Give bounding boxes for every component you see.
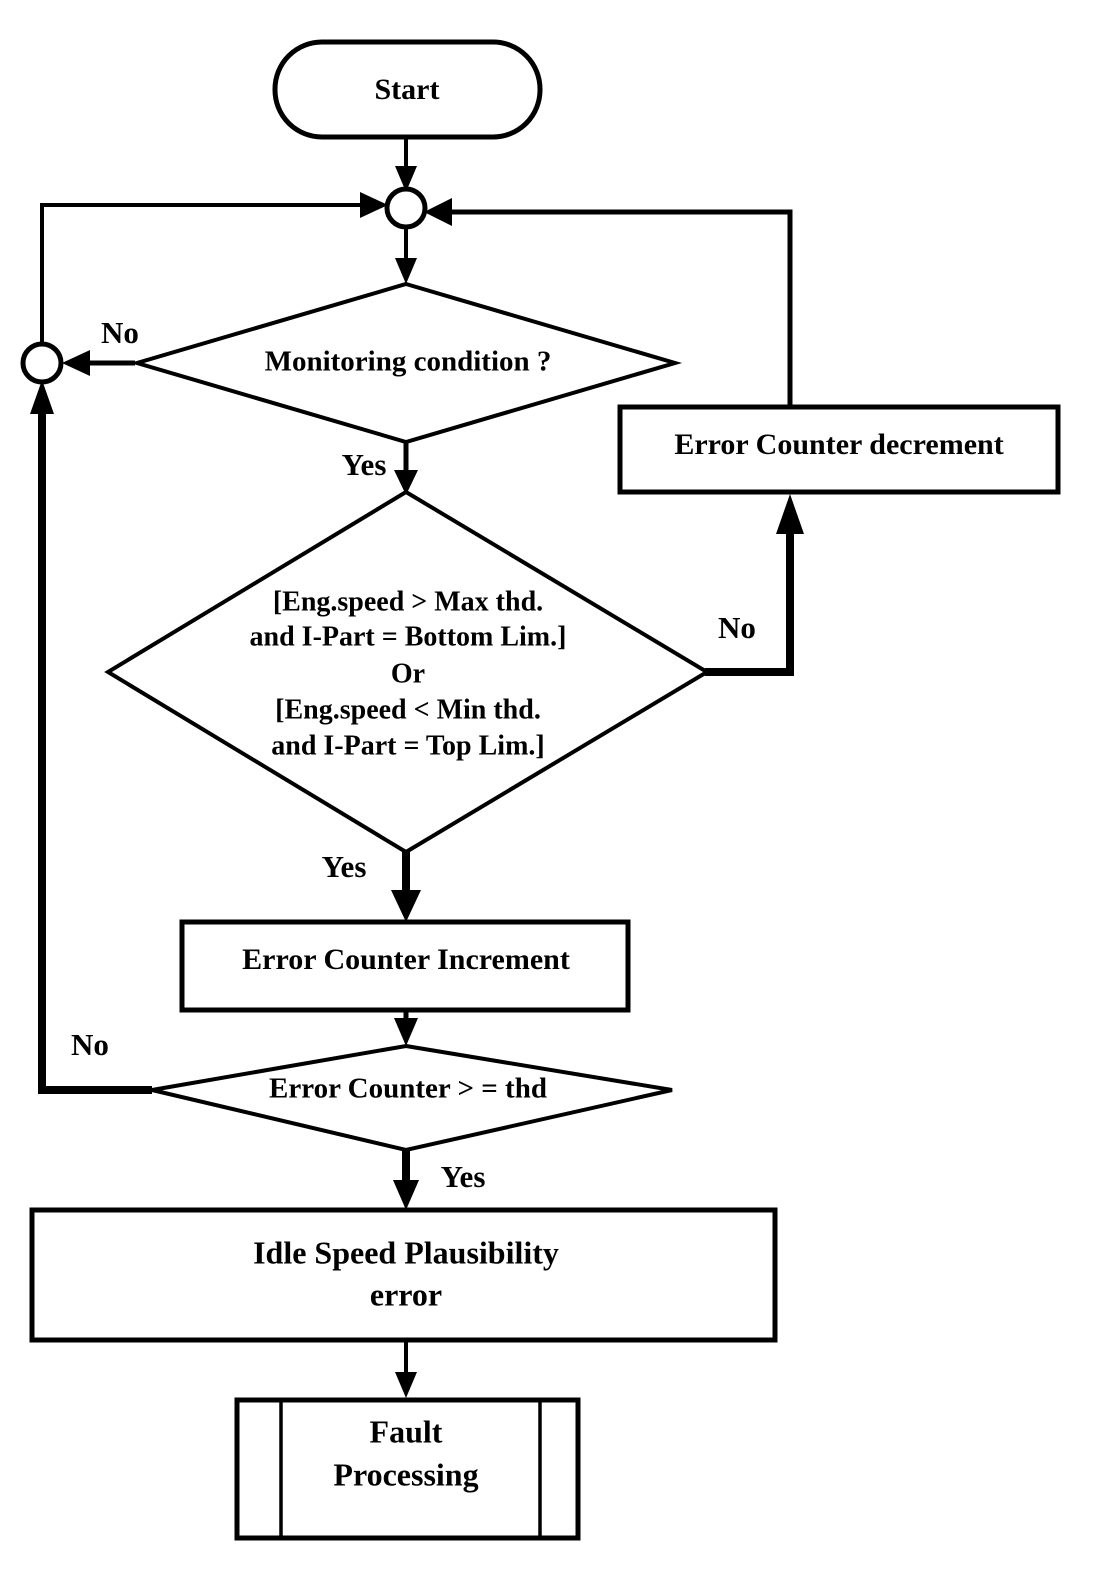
node-start-label: Start: [375, 73, 440, 106]
node-junction-top[interactable]: [384, 186, 428, 230]
node-error-counter-threshold[interactable]: Error Counter > = thd: [151, 1043, 673, 1153]
edge-speed-yes: [391, 852, 421, 922]
node-speed-condition[interactable]: [Eng.speed > Max thd. and I-Part = Botto…: [104, 489, 711, 855]
edge-start-to-junction: [395, 136, 417, 192]
edge-threshold-yes: [393, 1150, 419, 1210]
edge-label-monitoring-yes: Yes: [342, 447, 387, 482]
edge-label-speed-yes: Yes: [322, 849, 367, 884]
edge-left-junction-to-top-junction: [40, 192, 388, 344]
node-idle-speed-error[interactable]: Idle Speed Plausibility error: [29, 1207, 778, 1343]
edge-threshold-no: [30, 380, 152, 1094]
edge-decrement-to-junction: [424, 198, 793, 407]
edge-error-to-fault: [395, 1340, 417, 1398]
edge-label-speed-no: No: [718, 610, 756, 645]
node-monitoring-condition[interactable]: Monitoring condition ?: [129, 281, 683, 445]
edge-speed-no: [705, 494, 804, 676]
node-fault-processing-line-2: Processing: [333, 1456, 478, 1492]
node-speed-condition-line-5: and I-Part = Top Lim.]: [271, 730, 544, 761]
edge-monitoring-yes: [394, 442, 418, 495]
node-idle-speed-error-line-1: Idle Speed Plausibility: [253, 1234, 559, 1270]
node-start[interactable]: Start: [272, 39, 543, 140]
edge-label-threshold-yes: Yes: [441, 1159, 486, 1194]
edge-increment-to-threshold: [394, 1010, 418, 1046]
edge-label-monitoring-no: No: [101, 315, 139, 350]
node-speed-condition-line-1: [Eng.speed > Max thd.: [273, 586, 543, 617]
node-junction-left[interactable]: [20, 341, 64, 385]
node-speed-condition-line-3: Or: [391, 658, 425, 689]
edge-monitoring-no: [62, 350, 135, 376]
edge-label-threshold-no: No: [71, 1027, 109, 1062]
node-monitoring-condition-label: Monitoring condition ?: [265, 346, 552, 378]
node-speed-condition-line-4: [Eng.speed < Min thd.: [275, 694, 541, 725]
node-error-counter-threshold-label: Error Counter > = thd: [269, 1073, 547, 1105]
node-fault-processing-line-1: Fault: [370, 1413, 443, 1449]
edge-junction-to-monitoring: [395, 227, 417, 284]
node-error-counter-increment[interactable]: Error Counter Increment: [179, 919, 631, 1013]
node-idle-speed-error-line-2: error: [370, 1276, 442, 1312]
node-error-counter-increment-label: Error Counter Increment: [242, 943, 570, 976]
node-fault-processing[interactable]: Fault Processing: [234, 1397, 581, 1541]
node-error-counter-decrement-label: Error Counter decrement: [674, 428, 1003, 461]
node-speed-condition-line-2: and I-Part = Bottom Lim.]: [250, 621, 567, 652]
node-error-counter-decrement[interactable]: Error Counter decrement: [617, 404, 1061, 495]
